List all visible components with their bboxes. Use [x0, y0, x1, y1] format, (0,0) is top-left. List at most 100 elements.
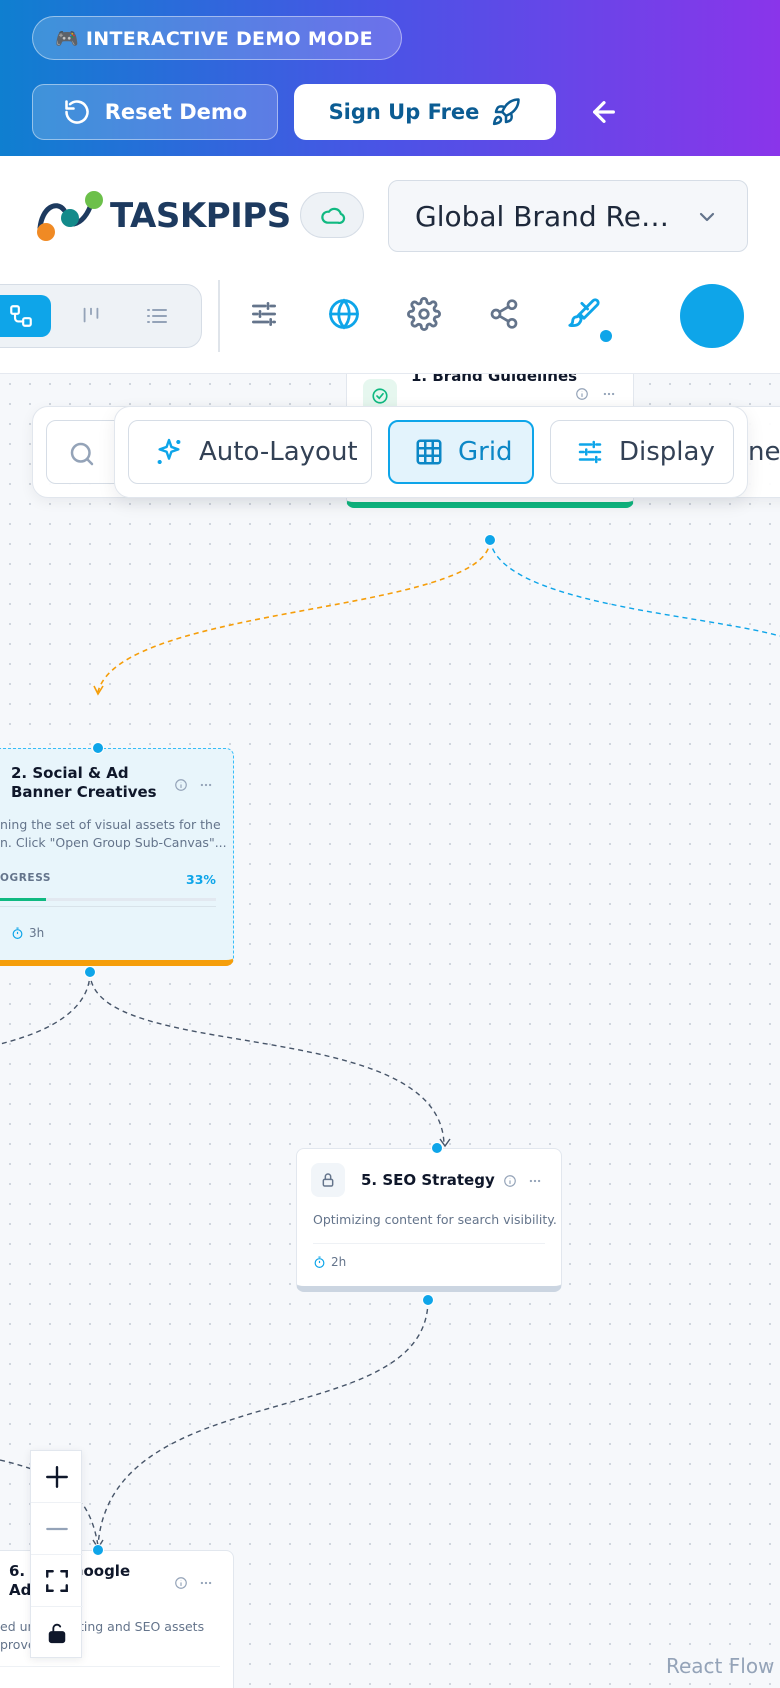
edge-2-5 — [89, 971, 445, 1145]
node-duration: 3h — [11, 926, 44, 940]
demo-mode-badge: 🎮 INTERACTIVE DEMO MODE — [32, 16, 402, 60]
progress-percent: 33% — [186, 872, 216, 887]
edge-5-6 — [97, 1299, 429, 1547]
taskpips-logo[interactable]: TASKPIPS — [34, 188, 291, 244]
app-header: TASKPIPS Global Brand Re… — [0, 156, 780, 374]
node-handle[interactable] — [92, 742, 104, 754]
edge-1-right — [489, 539, 780, 637]
progress-label: OGRESS — [0, 872, 52, 884]
toolbar-divider — [218, 280, 220, 352]
brush-active-indicator — [600, 330, 612, 342]
node-description: Optimizing content for search visibility… — [313, 1212, 557, 1227]
edges-layer — [0, 539, 780, 1550]
gear-icon[interactable] — [406, 296, 442, 332]
node-description: ning the set of visual assets for the n.… — [0, 816, 227, 852]
progress-track — [0, 898, 216, 901]
sparkles-icon — [157, 438, 181, 464]
node-time: 3h — [29, 926, 45, 940]
board-view-button[interactable] — [61, 295, 121, 337]
flow-view-icon — [10, 305, 32, 327]
more-icon[interactable] — [601, 387, 617, 401]
share-icon[interactable] — [486, 296, 522, 332]
info-icon[interactable] — [174, 1576, 188, 1590]
more-icon[interactable] — [198, 778, 214, 792]
sign-up-button[interactable]: Sign Up Free — [294, 84, 556, 140]
fit-view-icon — [46, 1569, 68, 1592]
sliders-icon — [578, 440, 602, 464]
info-icon[interactable] — [503, 1174, 517, 1188]
flow-view-button[interactable] — [0, 295, 51, 337]
timer-icon — [12, 926, 23, 939]
node-divider — [0, 1666, 220, 1667]
minus-icon — [46, 1527, 68, 1530]
grid-icon — [416, 439, 442, 465]
node-handle[interactable] — [422, 1294, 434, 1306]
rocket-icon — [493, 98, 521, 126]
zoom-in-button[interactable] — [31, 1451, 83, 1503]
node-handle[interactable] — [484, 534, 496, 546]
node-desc-line-2: prove — [0, 1637, 36, 1652]
node-title-line-1b: Google — [71, 1562, 131, 1580]
more-icon[interactable] — [198, 1576, 214, 1590]
timer-icon — [314, 1255, 325, 1268]
progress-fill — [0, 898, 47, 901]
avatar[interactable] — [680, 284, 744, 348]
more-icon[interactable] — [527, 1174, 543, 1188]
node-desc-line-1b: riting and SEO assets — [70, 1619, 205, 1634]
info-icon[interactable] — [174, 778, 188, 792]
node-handle[interactable] — [431, 1142, 443, 1154]
node-time: 2h — [331, 1255, 347, 1269]
lock-toggle-button[interactable] — [31, 1607, 83, 1659]
reset-demo-button[interactable]: Reset Demo — [32, 84, 278, 140]
flow-canvas[interactable]: 1. Brand Guidelines & 2h 2. Social & Ad … — [0, 374, 780, 1688]
display-label: Display — [619, 437, 715, 467]
search-icon — [70, 442, 94, 466]
node-title-line-2: Ad — [9, 1581, 32, 1599]
grid-toggle-button[interactable]: Grid — [388, 420, 534, 484]
edge-2-left — [0, 971, 91, 1045]
zoom-out-button[interactable] — [31, 1503, 83, 1555]
unlock-icon — [48, 1623, 66, 1644]
sliders-icon[interactable] — [246, 296, 282, 332]
lock-icon — [311, 1163, 345, 1197]
edge-arrow-5 — [439, 1138, 451, 1148]
react-flow-attribution[interactable]: React Flow — [666, 1654, 775, 1678]
node-title-line-1: 6. — [9, 1562, 26, 1580]
task-node-seo-strategy[interactable]: 5. SEO Strategy Optimizing content for s… — [296, 1148, 562, 1292]
list-view-icon — [147, 309, 167, 323]
info-icon[interactable] — [575, 387, 589, 401]
node-handle[interactable] — [84, 966, 96, 978]
chevron-down-icon — [699, 212, 715, 222]
toolbar-next-label: ne — [748, 437, 780, 467]
project-name: Global Brand Re… — [415, 199, 669, 233]
node-title: 5. SEO Strategy — [361, 1171, 495, 1189]
auto-layout-button[interactable]: Auto-Layout — [128, 420, 372, 484]
node-title: 6. Google Ad — [9, 1562, 130, 1600]
group-node-social-ad-banner[interactable] — [0, 748, 234, 966]
view-mode-toggle — [0, 284, 202, 348]
arrow-left-icon[interactable] — [588, 96, 620, 128]
node-divider — [313, 1243, 545, 1244]
logo-text: TASKPIPS — [110, 196, 291, 236]
edge-1-2 — [97, 539, 491, 693]
demo-banner: 🎮 INTERACTIVE DEMO MODE Reset Demo Sign … — [0, 0, 780, 156]
display-button[interactable]: Display — [550, 420, 734, 484]
brush-icon[interactable] — [566, 296, 602, 332]
node-handle[interactable] — [92, 1544, 104, 1556]
node-title: 2. Social & Ad Banner Creatives — [11, 764, 157, 802]
sync-status-chip[interactable] — [300, 192, 364, 238]
cloud-icon — [321, 207, 346, 224]
demo-mode-label: 🎮 INTERACTIVE DEMO MODE — [55, 27, 373, 50]
list-view-button[interactable] — [127, 295, 187, 337]
plus-icon — [46, 1465, 68, 1488]
toolbar-next-button[interactable]: ne — [748, 420, 780, 484]
auto-layout-label: Auto-Layout — [199, 437, 358, 467]
node-desc-line-1: ning the set of visual assets for the — [0, 817, 221, 832]
node-desc-line-2: n. Click "Open Group Sub-Canvas"... — [0, 835, 227, 850]
project-selector[interactable]: Global Brand Re… — [388, 180, 748, 252]
zoom-controls — [30, 1450, 83, 1659]
reset-demo-label: Reset Demo — [104, 100, 248, 124]
fit-view-button[interactable] — [31, 1555, 83, 1607]
globe-icon[interactable] — [326, 296, 362, 332]
